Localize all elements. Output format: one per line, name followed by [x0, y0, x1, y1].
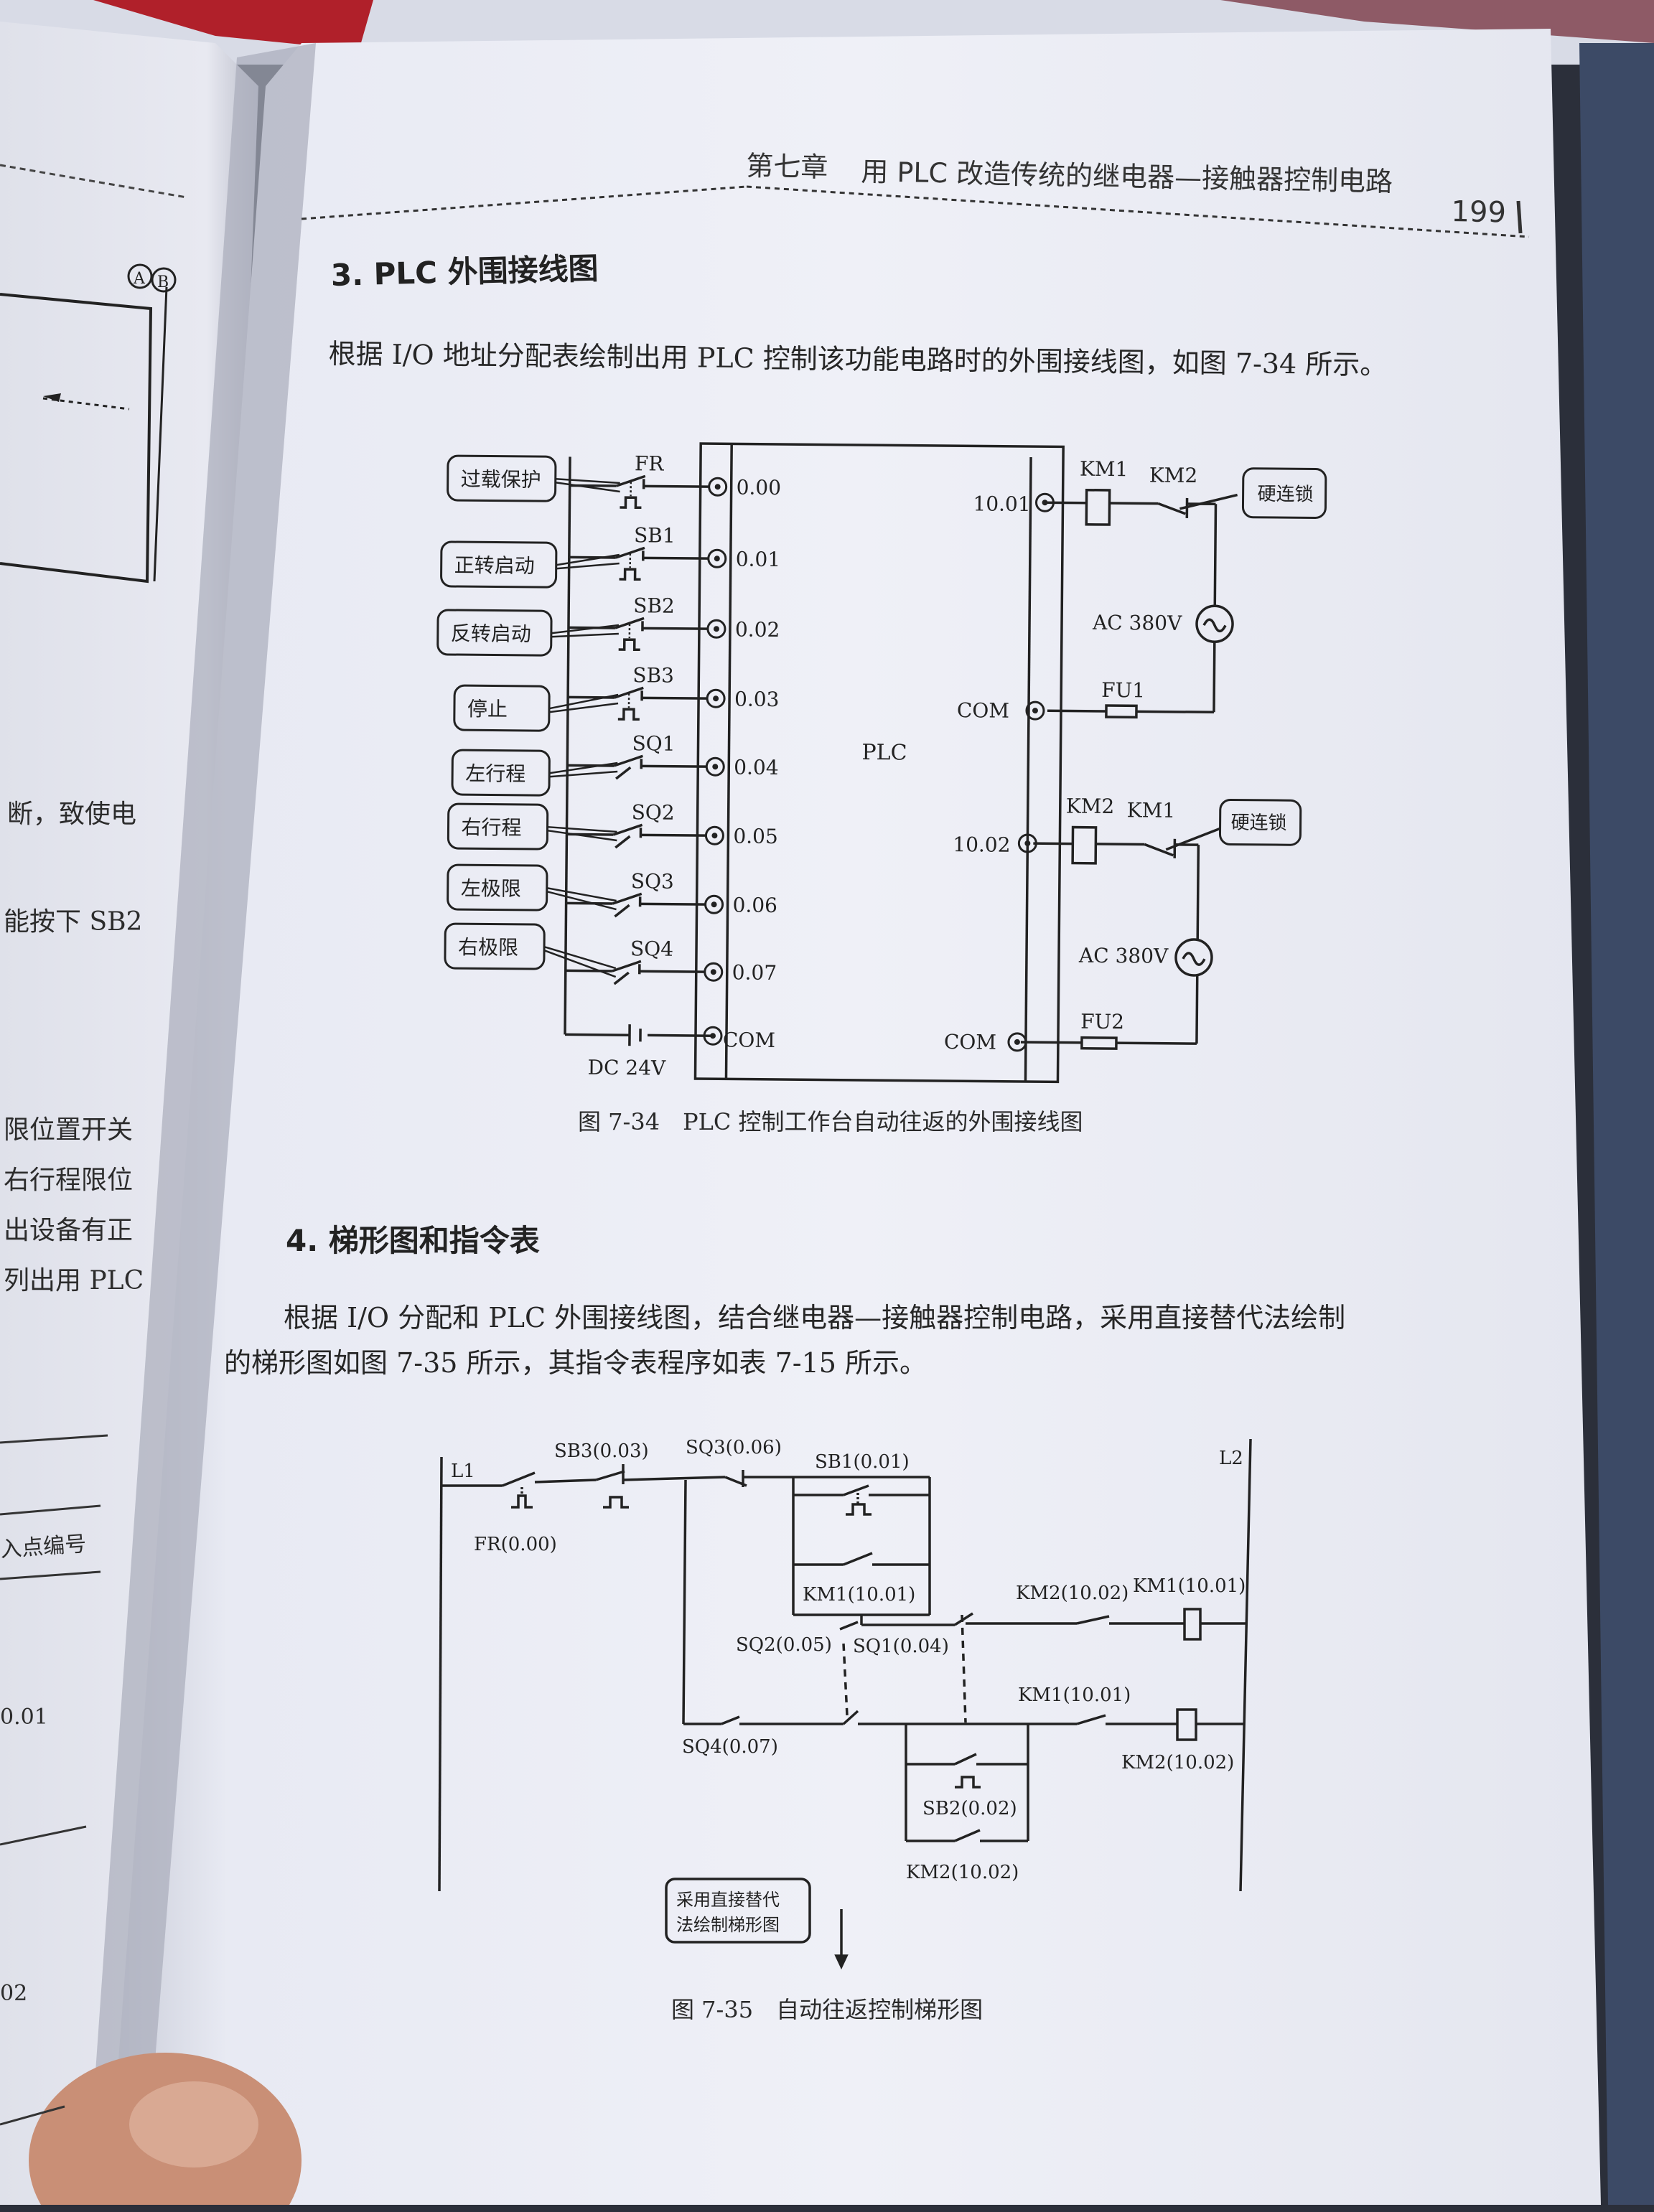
km1-coil-ladder: [1185, 1609, 1200, 1639]
fr-label: FR(0.00): [474, 1534, 557, 1555]
l2-label: L2: [1219, 1448, 1243, 1469]
km2-coil-label: KM2(10.02): [1121, 1752, 1234, 1773]
sq3-label: SQ3(0.06): [686, 1437, 782, 1458]
l1-label: L1: [451, 1461, 475, 1482]
sq4-label: SQ4(0.07): [682, 1736, 778, 1758]
sb2-label: SB2(0.02): [922, 1798, 1017, 1819]
sb1-label: SB1(0.01): [815, 1451, 910, 1473]
sq2-label: SQ2(0.05): [736, 1634, 832, 1656]
km1-coil-label: KM1(10.01): [1133, 1575, 1246, 1597]
note-line-2: 法绘制梯形图: [676, 1915, 780, 1935]
note-line-1: 采用直接替代: [676, 1890, 780, 1910]
km1-hold-label: KM1(10.01): [803, 1584, 915, 1606]
km2-nc-label: KM2(10.02): [1016, 1583, 1129, 1604]
l2-rail: [1240, 1439, 1251, 1891]
l1-rail: [439, 1457, 441, 1891]
sq1-label: SQ1(0.04): [853, 1636, 949, 1657]
km2-hold-label: KM2(10.02): [906, 1862, 1019, 1883]
km1-nc-label: KM1(10.01): [1018, 1684, 1131, 1706]
sb3-label: SB3(0.03): [554, 1440, 649, 1462]
figure-7-35-caption: 图 7-35 自动往返控制梯形图: [671, 1992, 983, 2025]
km2-coil-ladder: [1177, 1710, 1196, 1740]
